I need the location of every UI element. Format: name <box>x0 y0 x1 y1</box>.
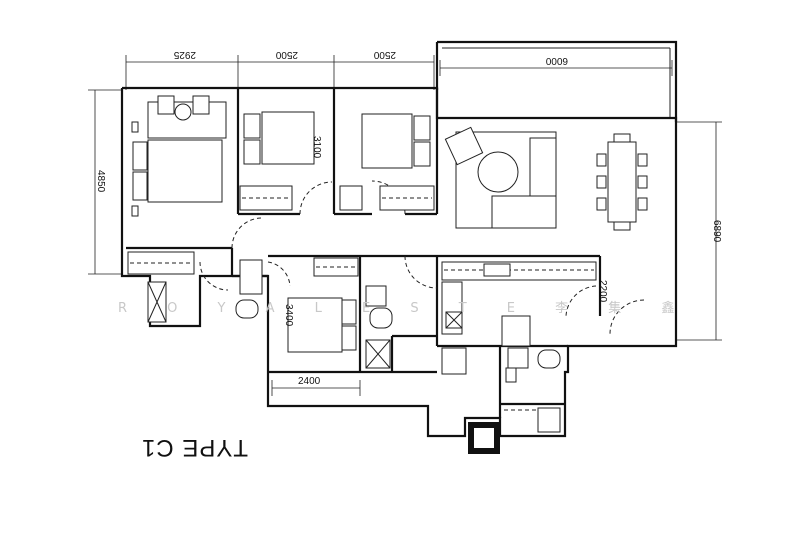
interior-walls <box>126 88 602 418</box>
side-dimension-lines <box>88 89 722 341</box>
living-dining <box>444 126 648 231</box>
coffee-table <box>477 151 519 193</box>
service-area <box>504 347 561 433</box>
dim-right-height: 6890 <box>711 220 722 243</box>
dim-left-height: 4850 <box>95 170 106 193</box>
dim-lower-bedroom-depth: 3400 <box>283 304 294 327</box>
dim-bedroom-depth: 3100 <box>311 136 322 159</box>
bed-4 <box>287 297 343 353</box>
dim-top-mid1: 2500 <box>275 49 298 60</box>
bed-3 <box>361 113 413 169</box>
bathroom-2 <box>365 285 393 369</box>
bedroom-4 <box>271 257 361 396</box>
bed-2 <box>261 111 315 165</box>
dim-top-mid2: 2500 <box>373 49 396 60</box>
dim-top-right: 6000 <box>545 55 568 66</box>
outer-walls <box>120 40 678 438</box>
plan-title: TYPE C1 <box>141 434 248 461</box>
dim-lower-bedroom-width: 2400 <box>298 376 321 387</box>
top-dimension-lines <box>125 55 673 90</box>
door-swings <box>199 180 645 335</box>
master-bed <box>147 139 223 203</box>
kitchen <box>441 261 597 375</box>
dim-kitchen-depth: 2200 <box>597 280 608 303</box>
bedroom-3 <box>339 113 435 211</box>
dining-table <box>607 141 637 223</box>
bedroom-2 <box>239 111 315 211</box>
kitchen-counter <box>441 261 597 281</box>
master-bedroom <box>127 95 227 275</box>
watermark: R O Y A L E S T E 李 集 鑫 <box>118 300 692 316</box>
bathroom-1 <box>147 259 263 323</box>
dim-top-left: 2925 <box>173 49 196 60</box>
